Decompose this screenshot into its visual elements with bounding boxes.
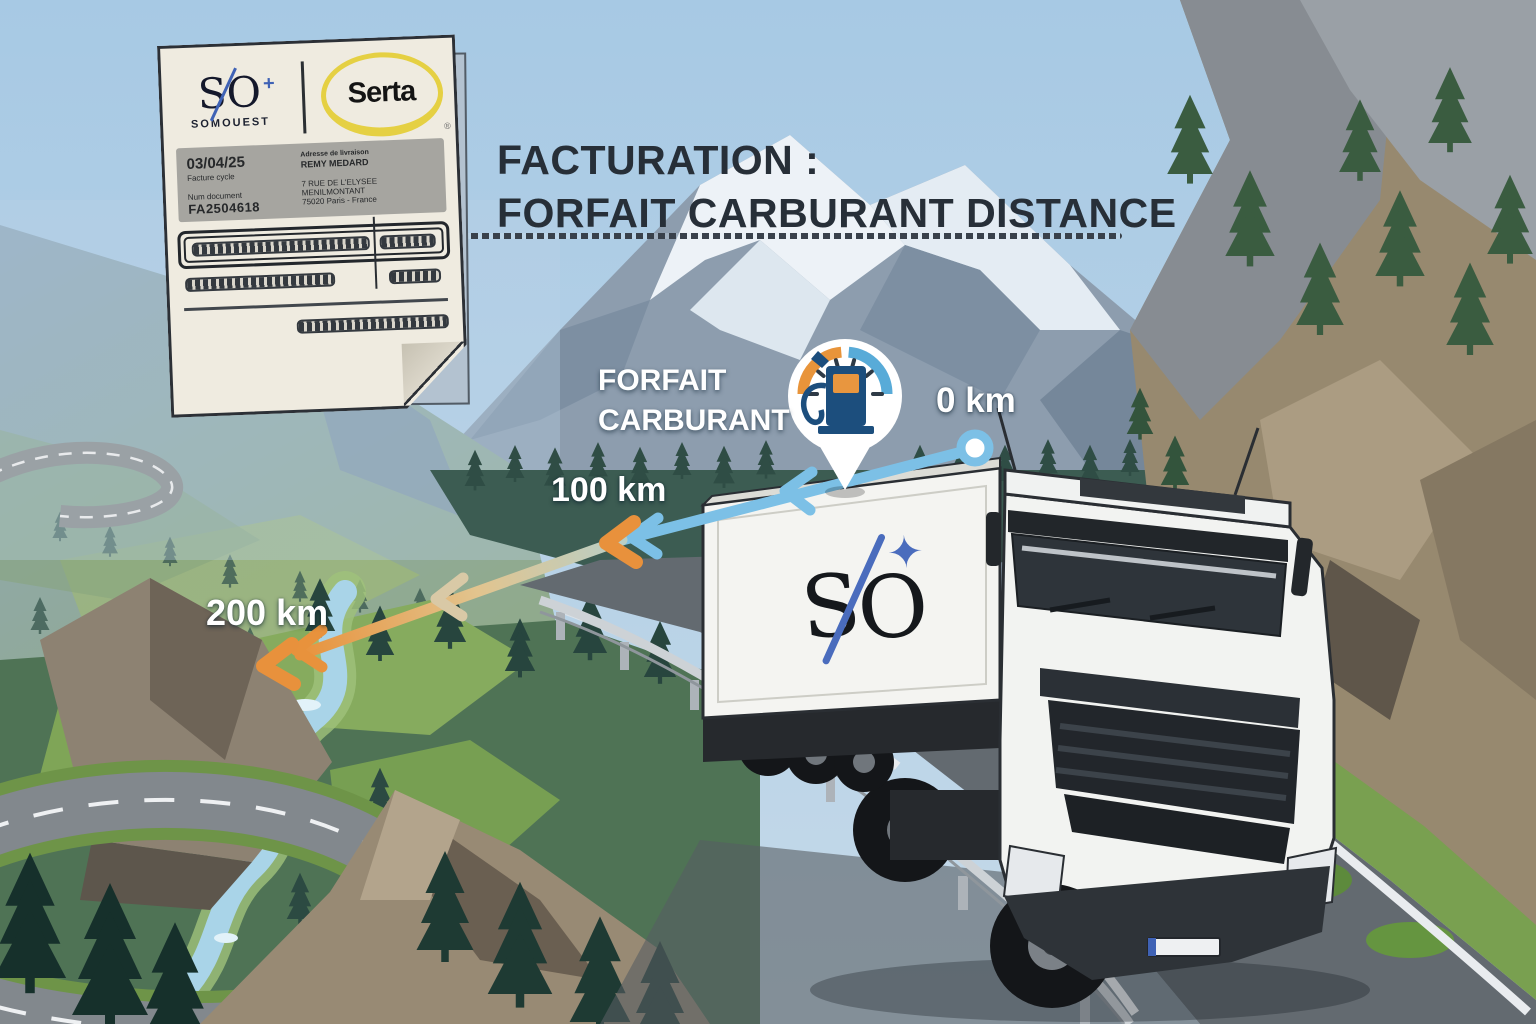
invoice-logo-row: SO + SOMOUEST Serta ® xyxy=(161,50,456,145)
serta-logo-text: Serta xyxy=(347,74,416,110)
marker-200km-label: 200 km xyxy=(206,592,329,633)
foreground-ridge xyxy=(0,790,710,1024)
gauge-ticks xyxy=(806,358,884,396)
redacted-line2-text xyxy=(185,272,335,292)
marker-100km-label: 100 km xyxy=(551,471,667,509)
truck-side-logo: S O ✦ xyxy=(797,527,932,665)
forfait-carburant-label: FORFAIT CARBURANT xyxy=(598,364,790,437)
redacted-line-item-text xyxy=(192,236,370,257)
fuel-pump-icon xyxy=(800,351,874,434)
right-cliff xyxy=(1126,0,1536,930)
fuel-gauge-pin xyxy=(788,339,902,498)
invoice-connector-line xyxy=(438,233,1122,239)
marker-0km-label: 0 km xyxy=(936,381,1016,420)
title-line-1: FACTURATION : xyxy=(497,137,820,183)
redacted-line2-amount xyxy=(389,268,441,284)
serta-logo: Serta ® xyxy=(319,50,444,139)
serta-registered-mark: ® xyxy=(443,120,451,132)
so-logo-name: SOMOUEST xyxy=(190,115,271,131)
so-logo-letters: SO xyxy=(196,67,262,119)
marker-100km-chevron xyxy=(599,515,643,569)
logo-divider xyxy=(300,61,306,133)
invoice-meta-box: 03/04/25 Facture cycle Num document FA25… xyxy=(176,138,447,222)
route-line xyxy=(256,429,994,691)
invoice-document: SO + SOMOUEST Serta ® 03/04/25 Facture c… xyxy=(157,35,469,418)
redacted-total-amount xyxy=(297,314,449,334)
page-title: FACTURATION : FORFAIT CARBURANT DISTANCE xyxy=(497,134,1177,240)
truck-logo-sparkle-icon: ✦ xyxy=(885,527,926,579)
invoice-line-item-2 xyxy=(185,268,445,292)
invoice-highlighted-line-item xyxy=(177,221,450,269)
so-logo-plus-icon: + xyxy=(262,72,276,95)
invoice-doc-number: FA2504618 xyxy=(188,199,261,217)
somouest-logo: SO + SOMOUEST xyxy=(173,69,287,131)
invoice-total-row xyxy=(185,314,449,338)
marker-0km-node xyxy=(956,429,994,467)
truck: S O ✦ xyxy=(700,407,1370,1022)
redacted-line-item-amount xyxy=(379,233,435,249)
marker-200km-chevron xyxy=(256,637,301,691)
title-line-2: FORFAIT CARBURANT DISTANCE xyxy=(497,190,1177,236)
invoice-separator xyxy=(184,298,448,311)
